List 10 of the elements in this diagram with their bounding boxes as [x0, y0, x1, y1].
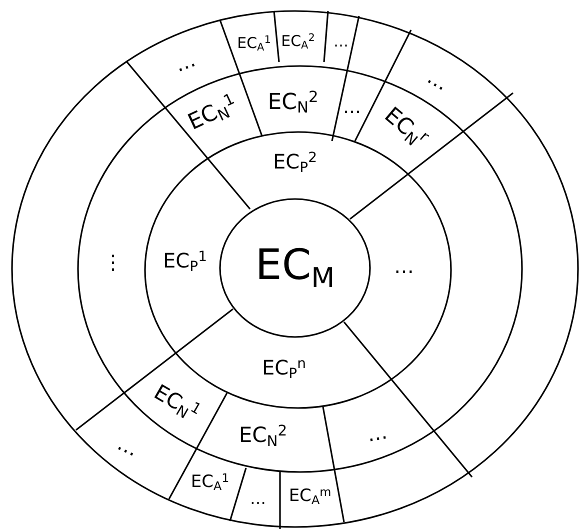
- segment-label: …: [394, 256, 414, 276]
- center-label: EC$_{M}$: [255, 244, 335, 292]
- segment-label: …: [365, 421, 389, 445]
- segment-label: …: [114, 432, 142, 460]
- segment-label: ⋮: [103, 252, 123, 272]
- segment-label: …: [424, 66, 452, 94]
- segment-label: …: [250, 491, 266, 507]
- segment-label: …: [334, 34, 348, 50]
- segment-label: …: [172, 49, 198, 75]
- segment-label: …: [343, 99, 361, 117]
